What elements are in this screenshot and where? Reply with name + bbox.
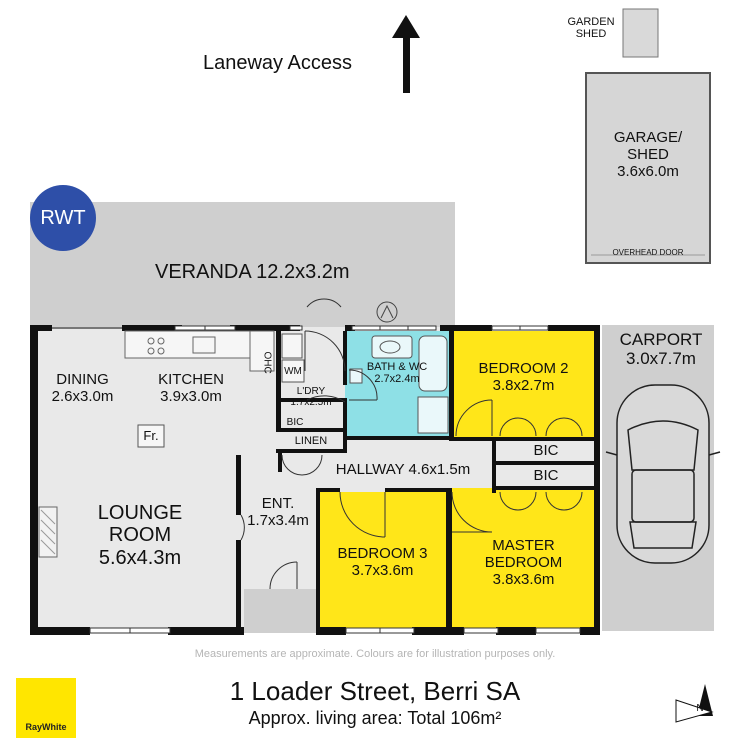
laneway-arrow-icon [392,15,420,93]
laneway-label: Laneway Access [203,52,352,74]
north-label: N [696,703,704,714]
laundry-bic-label: BIC [286,417,304,428]
disclaimer: Measurements are approximate. Colours ar… [194,648,556,660]
bedroom-2 [451,331,596,440]
fireplace-label: Fr. [143,428,159,443]
bic-2-label: BIC [533,467,559,484]
entry-label: ENT.1.7x3.4m [247,495,309,529]
linen-label: LINEN [294,435,328,447]
meter-icon [376,301,398,323]
windows [89,325,581,634]
fireplace-icon [38,424,165,558]
laundry-fixtures [281,333,305,383]
garden-shed [622,8,659,58]
address: 1 Loader Street, Berri SA [229,676,521,706]
veranda [30,202,455,327]
raywhite-logo: RayWhite [16,678,76,738]
master-bedroom [451,488,596,629]
entry-step [244,589,316,633]
wm-label: WM [284,366,302,377]
bedroom-3 [319,492,446,629]
car-icon [605,384,721,564]
kitchen-bench [124,330,275,372]
bic-1-label: BIC [533,442,559,459]
door-swings [240,298,583,590]
garage-shed [585,72,711,264]
overhead-door-label: OVERHEAD DOOR [612,248,684,257]
north-arrow-icon [675,684,714,723]
veranda-label: VERANDA 12.2x3.2m [155,261,350,283]
rwt-badge: RWT [30,185,96,251]
living-area: Approx. living area: Total 106m² [248,708,502,728]
bath-fixtures [349,335,449,434]
raywhite-logo-text: RayWhite [25,722,67,732]
ohc-label: OHC [261,351,273,374]
walls [30,325,600,635]
hallway-label: HALLWAY 4.6x1.5m [335,461,471,478]
